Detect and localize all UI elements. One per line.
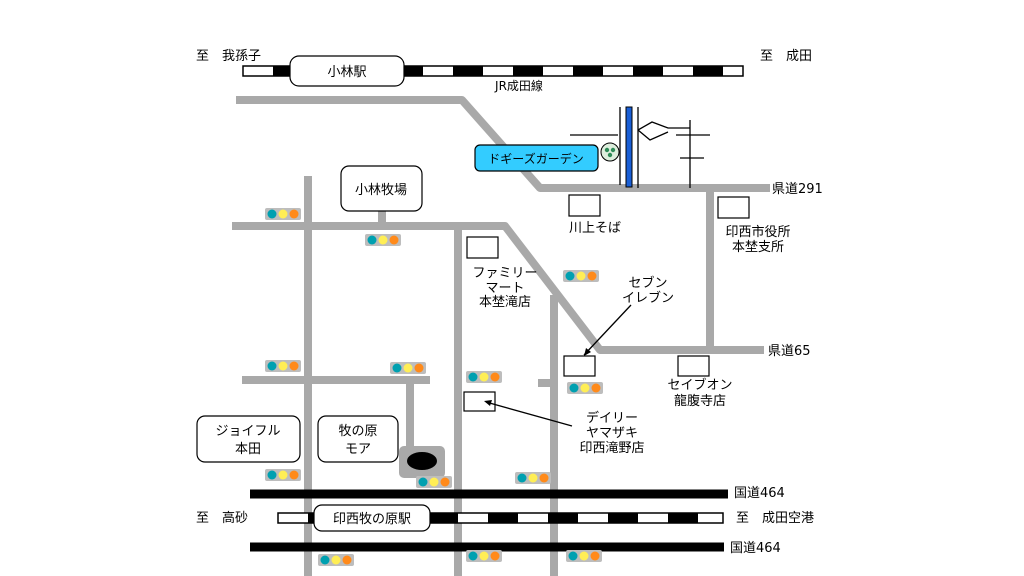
svg-text:小林牧場: 小林牧場: [355, 183, 407, 198]
parking-area: [399, 446, 445, 478]
familymart-label-2: マート: [485, 281, 524, 296]
seven-eleven-label-2: イレブン: [622, 290, 674, 306]
seven-eleven-building: [563, 355, 596, 377]
kendo65-label: 県道65: [768, 344, 811, 359]
kendo291-label: 県道291: [772, 182, 823, 197]
traffic-signal-icon: [567, 382, 603, 394]
seiyu-label-1: セイブオン: [667, 377, 732, 393]
daily-yamazaki-label-3: 印西滝野店: [579, 441, 644, 456]
daily-yamazaki-label-2: ヤマザキ: [586, 426, 638, 441]
rail-dash: [573, 66, 603, 76]
svg-text:ドギーズガーデン: ドギーズガーデン: [488, 151, 583, 166]
svg-text:牧の原: 牧の原: [338, 424, 377, 439]
traffic-signal-icon: [466, 371, 502, 383]
svg-text:印西牧の原駅: 印西牧の原駅: [333, 512, 411, 527]
to-abiko-label: 至 我孫子: [196, 49, 261, 64]
rail-dash: [428, 513, 458, 523]
rail-dash: [693, 66, 723, 76]
traffic-signals: [265, 208, 603, 566]
rail-dash: [548, 513, 578, 523]
familymart-label-3: 本埜滝店: [479, 295, 531, 310]
rail-dash: [513, 66, 543, 76]
daily-yamazaki-building: [463, 391, 496, 412]
rail-dash: [273, 66, 303, 76]
inzai-makinohara-station: 印西牧の原駅: [313, 504, 431, 532]
seiyu-building: [677, 355, 710, 377]
road-north-diagonal: [236, 96, 770, 192]
traffic-signal-icon: [365, 234, 401, 246]
seven-eleven-pointer: [583, 304, 632, 356]
kokudo464-north-label: 国道464: [734, 486, 785, 501]
to-narita-airport-label: 至 成田空港: [736, 511, 814, 526]
seiyu-label-2: 龍腹寺店: [674, 393, 726, 409]
kawakami-soba-label: 川上そば: [569, 221, 621, 236]
rail-dash: [393, 66, 423, 76]
doggies-garden-icon: [600, 142, 620, 162]
rail-dash: [668, 513, 698, 523]
traffic-signal-icon: [566, 550, 602, 562]
rail-dash: [488, 513, 518, 523]
local-roads: [232, 96, 770, 576]
seven-eleven-label-1: セブン: [628, 275, 667, 291]
jr-line-label: JR成田線: [494, 78, 543, 93]
traffic-signal-icon: [563, 270, 599, 282]
rail-dash: [453, 66, 483, 76]
city-office-building: [717, 196, 750, 219]
city-office-label-2: 本埜支所: [732, 240, 784, 255]
traffic-signal-icon: [466, 550, 502, 562]
traffic-signal-icon: [318, 554, 354, 566]
makinohara-moa: 牧の原 モア: [317, 415, 399, 463]
traffic-signal-icon: [390, 362, 426, 374]
daily-yamazaki-pointer: [485, 401, 573, 427]
svg-text:ジョイフル: ジョイフル: [215, 424, 280, 439]
traffic-signal-icon: [265, 208, 301, 220]
kobayashi-station: 小林駅: [289, 55, 405, 87]
doggies-garden[interactable]: ドギーズガーデン: [474, 144, 599, 172]
city-office-label-1: 印西市役所: [725, 224, 790, 240]
svg-text:本田: 本田: [235, 442, 261, 457]
daily-yamazaki-label-1: デイリー: [586, 410, 638, 426]
traffic-signal-icon: [265, 469, 301, 481]
familymart-building: [466, 236, 499, 259]
rail-dash: [608, 513, 638, 523]
svg-text:小林駅: 小林駅: [327, 65, 366, 80]
kobayashi-bokujo: 小林牧場: [340, 165, 423, 212]
to-takasago-label: 至 高砂: [196, 510, 248, 526]
to-narita-label: 至 成田: [760, 49, 812, 64]
traffic-signal-icon: [265, 360, 301, 372]
kokudo464-south-label: 国道464: [730, 541, 781, 556]
traffic-signal-icon: [416, 476, 452, 488]
familymart-label-1: ファミリー: [472, 266, 537, 281]
doggies-garden-roads: [570, 106, 710, 188]
road-main-diagonal: [232, 222, 764, 354]
rail-dash: [633, 66, 663, 76]
joyfull-honda: ジョイフル 本田: [196, 415, 301, 463]
kawakami-soba-building: [568, 194, 601, 217]
traffic-signal-icon: [515, 472, 551, 484]
svg-text:モア: モア: [345, 442, 371, 457]
